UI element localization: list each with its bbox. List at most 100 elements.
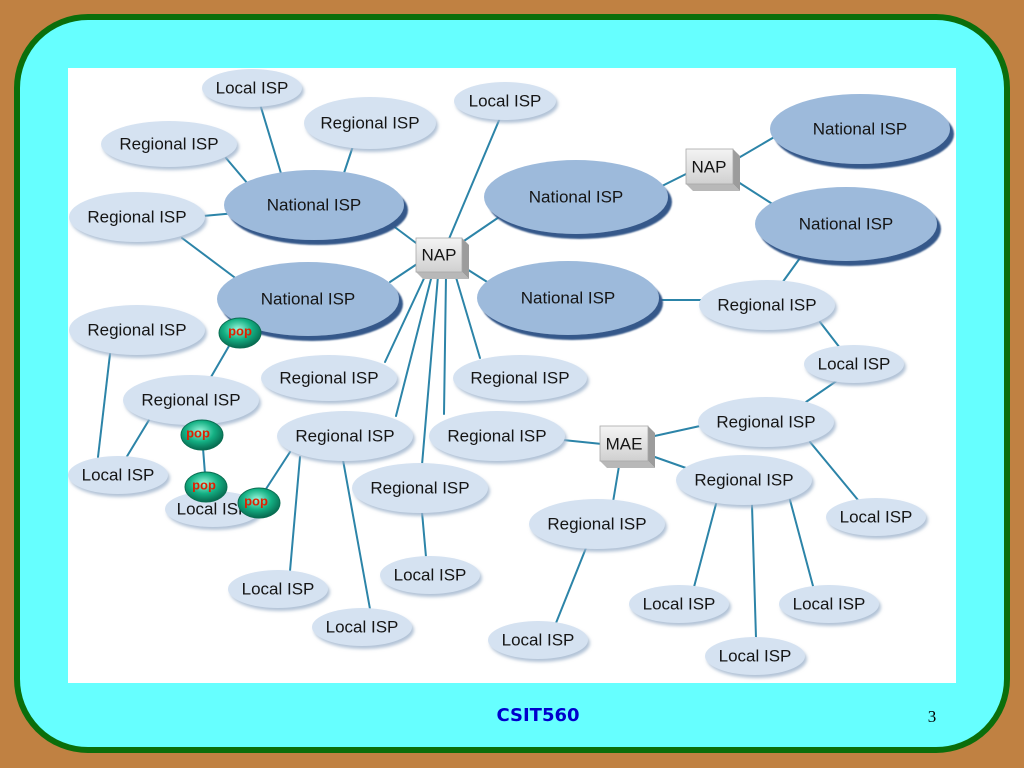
node-label: Regional ISP [717, 296, 816, 315]
national-isp-node: National ISP [484, 160, 668, 234]
node-label: Local ISP [793, 595, 866, 614]
node-label: Regional ISP [370, 479, 469, 498]
connection-line [443, 275, 447, 415]
node-ellipse [629, 585, 729, 623]
node-ellipse [676, 455, 812, 505]
node-label: Regional ISP [716, 413, 815, 432]
connection-line [781, 257, 801, 284]
node-ellipse [755, 187, 937, 261]
slide-footer: CSIT560 [496, 705, 580, 726]
node-ellipse [779, 585, 879, 623]
local-isp-node: Local ISP [779, 585, 879, 623]
pop-ellipse [184, 471, 228, 503]
pop-label: pop [244, 494, 268, 509]
node-ellipse [429, 411, 565, 461]
node-ellipse [165, 491, 261, 527]
local-isp-node: Local ISP [312, 608, 412, 646]
connection-line [387, 221, 421, 247]
node-label: Local ISP [502, 631, 575, 650]
regional-isp-node: Regional ISP [69, 192, 205, 242]
connection-line [421, 275, 439, 466]
national-isp-node: National ISP [224, 170, 404, 240]
box-label: MAE [606, 435, 643, 454]
node-label: Local ISP [177, 500, 250, 519]
box-side [648, 426, 655, 468]
node-label: Regional ISP [87, 321, 186, 340]
connection-line [555, 547, 587, 624]
isp-hierarchy-diagram: Regional ISP Regional ISP Regional ISP R… [68, 69, 950, 675]
pop-node: pop [180, 419, 224, 451]
node-ellipse [484, 160, 668, 234]
nap-box: NAP [415, 237, 469, 279]
connection-line [389, 261, 421, 283]
pop-label: pop [186, 426, 210, 441]
node-label: Local ISP [643, 595, 716, 614]
connection-line [751, 504, 757, 639]
connection-line [805, 379, 839, 403]
node-ellipse [488, 621, 588, 659]
national-isp-node: National ISP [755, 187, 937, 261]
connection-line [734, 135, 777, 161]
regional-isp-node: Regional ISP [676, 455, 812, 505]
local-isp-node: Local ISP [380, 556, 480, 594]
mae-box: MAE [599, 425, 655, 468]
box-front [415, 237, 463, 273]
box-bottom [416, 272, 469, 279]
pop-label: pop [192, 478, 216, 493]
connection-line [421, 511, 427, 558]
connection-line [342, 145, 354, 177]
node-label: Regional ISP [447, 427, 546, 446]
node-ellipse [705, 637, 805, 675]
connection-line [789, 499, 814, 587]
box-front [685, 148, 734, 185]
local-isp-node: Local ISP [488, 621, 588, 659]
node-label: National ISP [799, 215, 894, 234]
national-isp-node: National ISP [217, 262, 399, 336]
node-ellipse [123, 375, 259, 425]
connection-line [202, 447, 206, 475]
node-ellipse [69, 305, 205, 355]
connection-lines [97, 103, 859, 639]
node-ellipse [698, 397, 834, 447]
connection-line [734, 179, 775, 206]
node-ellipse [477, 261, 659, 335]
regional-isp-node: Regional ISP [453, 355, 587, 401]
national-isp-node: National ISP [770, 94, 950, 164]
node-ellipse [224, 170, 404, 240]
box-bottom [600, 461, 655, 468]
box-side [462, 238, 469, 279]
regional-isp-node: Regional ISP [123, 375, 259, 425]
local-isp-node: Local ISP [629, 585, 729, 623]
node-ellipse [699, 280, 835, 330]
node-ellipse [770, 94, 950, 164]
connection-line [342, 459, 371, 610]
pop-label: pop [228, 324, 252, 339]
box-label: NAP [422, 246, 457, 265]
pop-ellipse [218, 317, 262, 349]
local-isp-node: Local ISP [68, 456, 168, 494]
node-label: Local ISP [818, 355, 891, 374]
connection-line [649, 425, 701, 438]
connection-line [819, 321, 841, 349]
node-label: Local ISP [469, 92, 542, 111]
page-number: 3 [927, 707, 937, 726]
node-label: Local ISP [719, 647, 792, 666]
local-isp-node: Local ISP [228, 570, 328, 608]
node-label: Regional ISP [141, 391, 240, 410]
node-label: Local ISP [840, 508, 913, 527]
node-label: National ISP [529, 188, 624, 207]
node-ellipse [202, 69, 302, 107]
pop-node: pop [237, 487, 281, 519]
node-label: National ISP [261, 290, 356, 309]
connection-line [210, 345, 230, 378]
regional-isp-node: Regional ISP [429, 411, 565, 461]
node-label: National ISP [267, 196, 362, 215]
regional-isp-node: Regional ISP [101, 121, 237, 167]
connection-line [659, 171, 691, 188]
pop-node: pop [218, 317, 262, 349]
node-label: Regional ISP [295, 427, 394, 446]
connection-line [289, 456, 301, 572]
pop-node: pop [184, 471, 228, 503]
node-ellipse [453, 355, 587, 401]
local-isp-node: Local ISP [454, 82, 556, 120]
